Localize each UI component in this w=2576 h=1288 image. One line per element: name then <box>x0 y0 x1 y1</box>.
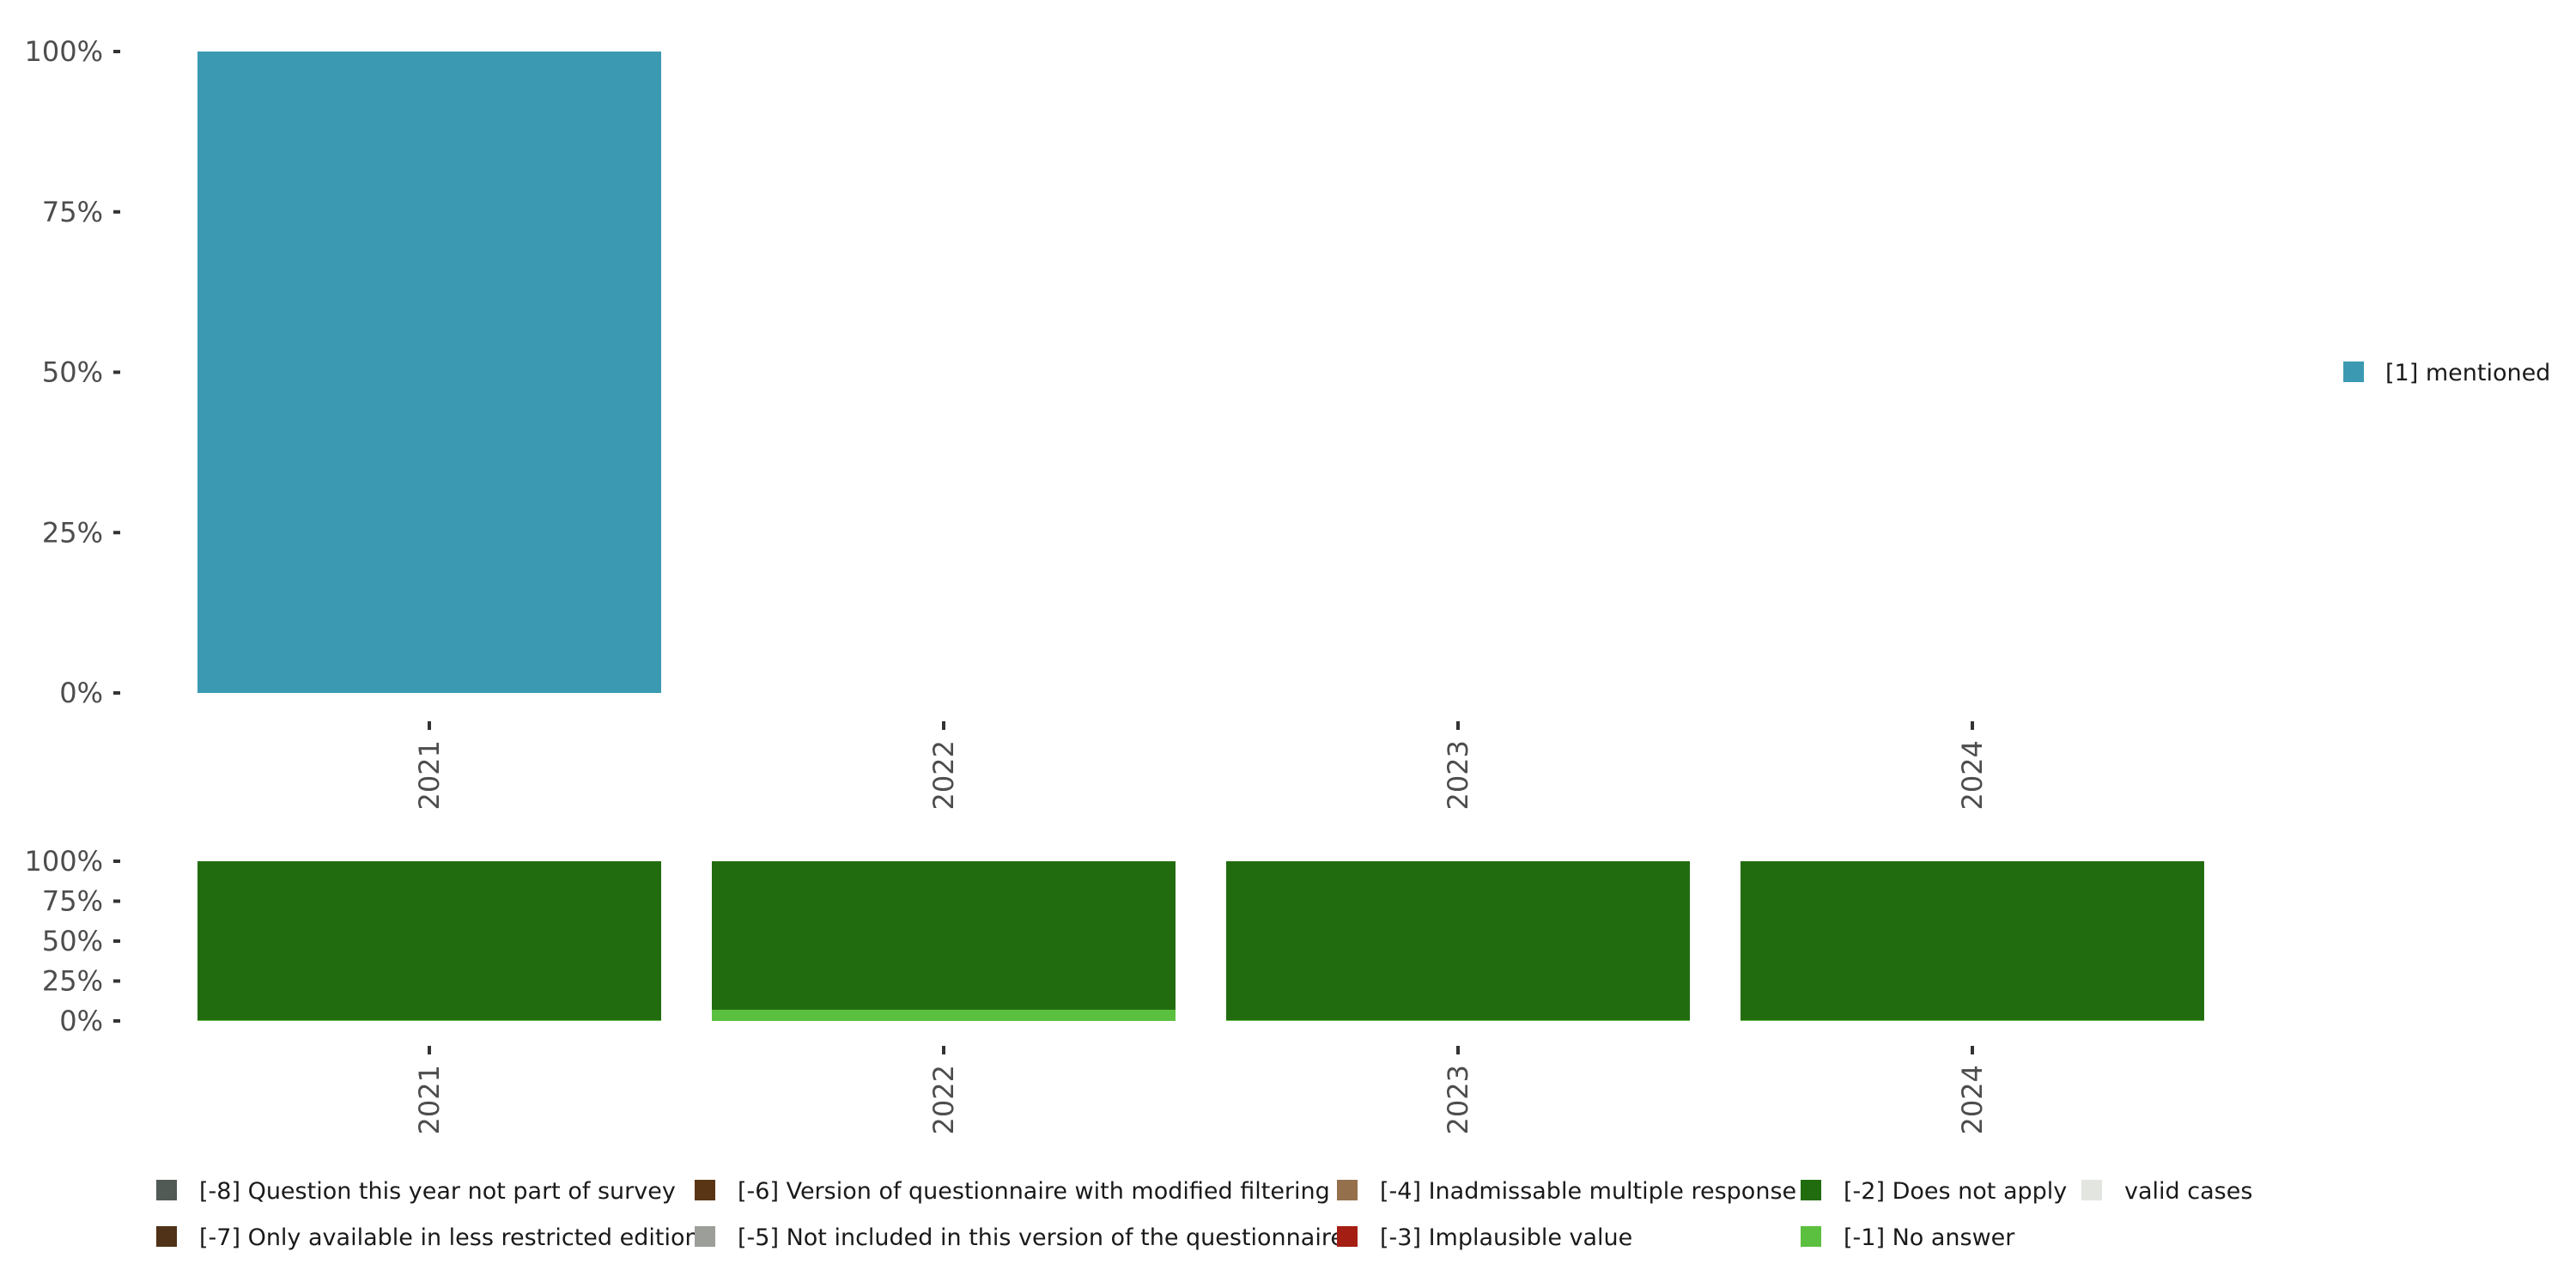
legend-swatch <box>1337 1180 1358 1200</box>
bar-2022-series-0 <box>712 1009 1176 1021</box>
legend-item-bottom: [-1] No answer <box>1801 1224 2015 1251</box>
panel-1: 0% 25% 50% 75% 100% 2021 2022 2023 2024 <box>25 845 2204 1134</box>
bar-2021-series-0 <box>197 1020 661 1021</box>
bar-2021-series-0 <box>197 52 661 693</box>
legend-swatch <box>2081 1180 2102 1200</box>
legend-swatch <box>695 1180 715 1200</box>
y-tick-label: 100% <box>25 845 103 878</box>
bar-2021-series-1 <box>197 861 661 1021</box>
legend-label: [-6] Version of questionnaire with modif… <box>738 1178 1330 1205</box>
legend-label: [-2] Does not apply <box>1844 1178 2067 1205</box>
bar-2023-series-0 <box>1226 1020 1690 1021</box>
bar-2024-series-1 <box>1741 861 2204 1021</box>
y-tick-label: 0% <box>59 1005 103 1037</box>
legend-label: [1] mentioned <box>2385 360 2550 386</box>
x-tick-label: 2021 <box>413 1065 446 1134</box>
x-tick-label: 2023 <box>1442 1065 1474 1134</box>
y-tick-label: 0% <box>59 677 103 709</box>
x-tick-label: 2023 <box>1442 740 1474 810</box>
y-tick-label: 50% <box>42 356 103 389</box>
legend-label: valid cases <box>2124 1178 2252 1205</box>
legend-swatch <box>1801 1226 1821 1247</box>
y-tick-label: 25% <box>42 516 103 549</box>
legend-label: [-5] Not included in this version of the… <box>738 1224 1345 1251</box>
legend-item-bottom: [-6] Version of questionnaire with modif… <box>695 1178 1330 1205</box>
legend-label: [-8] Question this year not part of surv… <box>199 1178 676 1205</box>
bar-2022-series-1 <box>712 861 1176 1010</box>
legend-item-bottom: [-7] Only available in less restricted e… <box>156 1224 700 1251</box>
legend-label: [-3] Implausible value <box>1380 1224 1632 1251</box>
y-tick-label: 100% <box>25 35 103 68</box>
x-tick-label: 2024 <box>1956 1065 1989 1134</box>
legend-item-bottom: [-3] Implausible value <box>1337 1224 1632 1251</box>
legend-item-bottom: [-5] Not included in this version of the… <box>695 1224 1345 1251</box>
legend-item-bottom: valid cases <box>2081 1178 2252 1205</box>
bar-2024-series-0 <box>1741 1020 2204 1021</box>
bar-2023-series-1 <box>1226 861 1690 1021</box>
y-tick-label: 75% <box>42 196 103 228</box>
legend-label: [-4] Inadmissable multiple response <box>1380 1178 1796 1205</box>
legend-item-bottom: [-4] Inadmissable multiple response <box>1337 1178 1796 1205</box>
legend-label: [-7] Only available in less restricted e… <box>199 1224 700 1251</box>
panel-0: 0% 25% 50% 75% 100% 2021 2022 2023 2024 <box>25 35 1989 810</box>
legend-swatch <box>1337 1226 1358 1247</box>
legend-item-bottom: [-8] Question this year not part of surv… <box>156 1178 676 1205</box>
legend-swatch <box>695 1226 715 1247</box>
legend-swatch <box>1801 1180 1821 1200</box>
legend-swatch <box>156 1226 177 1247</box>
y-tick-label: 75% <box>42 885 103 918</box>
legend-item-bottom: [-2] Does not apply <box>1801 1178 2067 1205</box>
legend-item-top: [1] mentioned <box>2343 360 2550 386</box>
x-tick-label: 2021 <box>413 740 446 810</box>
legend-swatch <box>156 1180 177 1200</box>
x-tick-label: 2022 <box>927 1065 960 1134</box>
x-tick-label: 2024 <box>1956 740 1989 810</box>
y-tick-label: 50% <box>42 925 103 957</box>
legend-label: [-1] No answer <box>1844 1224 2015 1251</box>
x-tick-label: 2022 <box>927 740 960 810</box>
legend-swatch <box>2343 361 2364 382</box>
y-tick-label: 25% <box>42 965 103 998</box>
